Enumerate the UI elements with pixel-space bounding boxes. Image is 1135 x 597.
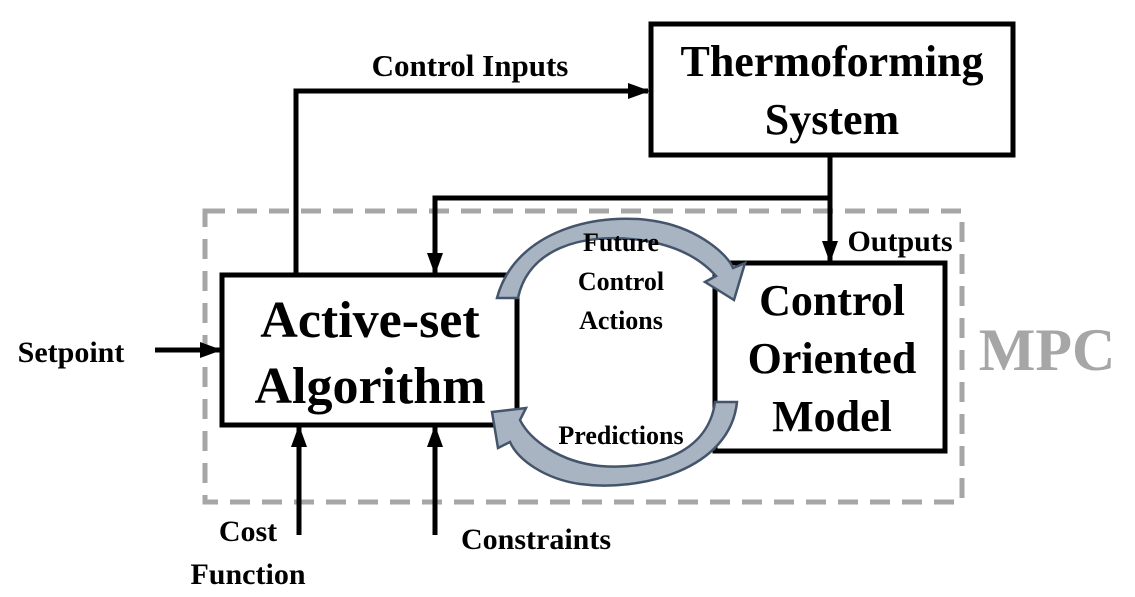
thermoforming-title-line1: Thermoforming <box>680 37 983 86</box>
thermoforming-title-line2: System <box>765 95 899 144</box>
active-set-title-line1: Active-set <box>260 292 480 349</box>
mpc-boundary <box>202 208 965 505</box>
control-inputs-label: Control Inputs <box>372 48 569 83</box>
cost-function-label-line1: Cost <box>219 515 277 548</box>
setpoint-label: Setpoint <box>18 336 125 369</box>
mpc-label: MPC <box>979 317 1116 383</box>
model-title-line3: Model <box>772 392 892 441</box>
thermoforming-system-block <box>648 21 1016 158</box>
future-control-actions-loop-arrow <box>495 217 747 302</box>
control-inputs-arrow <box>293 83 650 275</box>
predictions-loop-arrow <box>490 400 739 487</box>
future-control-actions-label-line1: Future <box>583 228 659 257</box>
outputs-label: Outputs <box>847 225 952 258</box>
model-title-line2: Oriented <box>748 334 917 383</box>
predictions-label: Predictions <box>558 421 683 450</box>
active-set-title-line2: Algorithm <box>254 358 485 415</box>
constraints-label: Constraints <box>461 523 611 556</box>
active-set-algorithm-block <box>219 272 520 428</box>
model-title-line1: Control <box>759 276 905 325</box>
future-control-actions-label-line3: Actions <box>579 306 663 335</box>
feedback-arrow <box>427 195 830 275</box>
control-oriented-model-block <box>712 260 948 454</box>
future-control-actions-label-line2: Control <box>578 267 664 296</box>
cost-function-label-line2: Function <box>190 558 305 591</box>
